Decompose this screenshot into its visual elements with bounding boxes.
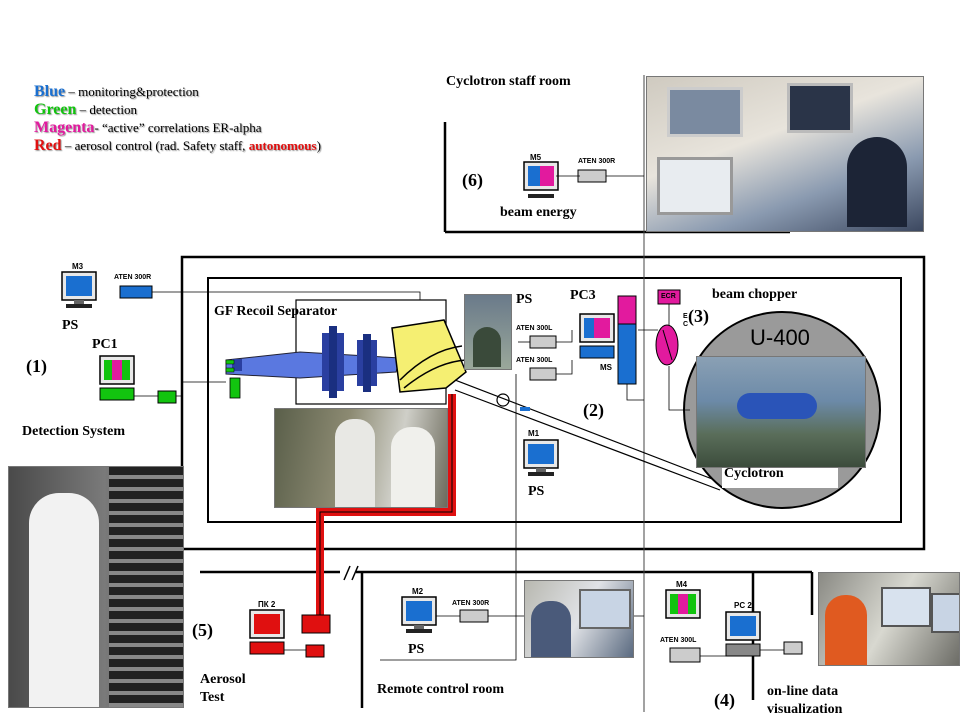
detection-system-label: Detection System — [22, 424, 126, 439]
zone-5-label: (5) — [192, 620, 213, 640]
legend-magenta-text: - “active” correlations ER-alpha — [94, 120, 262, 135]
ps-label-m2: PS — [408, 642, 425, 657]
cyclotron-label: Cyclotron — [724, 466, 784, 481]
cyclotron-hall-photo — [696, 356, 866, 468]
m4-label: M4 — [676, 580, 688, 589]
pc2-label: PC 2 — [734, 601, 752, 610]
legend-green-text: – detection — [76, 102, 138, 117]
zone-4-label: (4) — [714, 690, 735, 710]
hall-inner-frame — [207, 277, 902, 523]
u400-label: U-400 — [750, 325, 810, 350]
ecr-label: ECR — [661, 293, 676, 300]
legend-green-key: Green — [34, 101, 77, 118]
aten-300l-1: ATEN 300L — [516, 325, 553, 332]
operator-photo-pc3 — [464, 294, 512, 370]
remote-control-room-label: Remote control room — [377, 682, 504, 697]
aten-300r-m3: ATEN 300R — [114, 274, 152, 281]
beam-chopper-label: beam chopper — [712, 287, 798, 302]
test-label: Test — [200, 690, 225, 705]
data-visualization-photo — [818, 572, 960, 666]
zone-6-label: (6) — [462, 170, 483, 190]
detection-system-photo — [8, 466, 184, 708]
m2-label: M2 — [412, 587, 424, 596]
beam-energy-label: beam energy — [500, 205, 577, 220]
pc3-label: PC3 — [570, 288, 596, 303]
ms-label: MS — [600, 363, 612, 372]
yellow-dipole — [391, 319, 467, 393]
gf-recoil-separator-label: GF Recoil Separator — [214, 304, 338, 319]
aten-300r-m2: ATEN 300R — [452, 600, 490, 607]
legend-red-key: Red — [34, 137, 62, 154]
separator-lab-photo — [274, 408, 448, 508]
aten-300l-m4: ATEN 300L — [660, 637, 697, 644]
legend-red: Red – aerosol control (rad. Safety staff… — [34, 137, 321, 155]
legend-blue-key: Blue — [34, 83, 66, 100]
ps-label-pc3: PS — [516, 292, 533, 307]
ps-label-m3: PS — [62, 318, 79, 333]
cyclotron-staff-room-label: Cyclotron staff room — [446, 74, 571, 89]
legend-red-text: – aerosol control (rad. Safety staff, — [61, 138, 249, 153]
ps-label-m1: PS — [528, 484, 545, 499]
legend-magenta: Magenta- “active” correlations ER-alpha — [34, 119, 321, 137]
pc1-label: PC1 — [92, 337, 118, 352]
m1-label: M1 — [528, 429, 540, 438]
legend-blue-text: – monitoring&protection — [65, 84, 199, 99]
zone-3-label: (3) — [688, 306, 709, 326]
hall-outer-frame — [180, 255, 926, 551]
legend-blue: Blue – monitoring&protection — [34, 83, 321, 101]
aerosol-label: Aerosol — [200, 672, 246, 687]
legend-red-emphasis: autonomous — [248, 138, 317, 153]
visualization-label: visualization — [767, 702, 843, 717]
legend-magenta-key: Magenta — [34, 119, 95, 136]
m3-label: M3 — [72, 262, 84, 271]
ec-label: E C — [683, 313, 689, 328]
aten-300l-2: ATEN 300L — [516, 357, 553, 364]
staff-room-photo — [646, 76, 924, 232]
legend-red-close: ) — [316, 138, 321, 153]
legend-green: Green – detection — [34, 101, 321, 119]
pk2-label: ПК 2 — [258, 600, 276, 609]
m5-label: M5 — [530, 153, 542, 162]
beam-line — [225, 351, 401, 379]
online-data-label: on-line data — [767, 684, 839, 699]
zone-2-label: (2) — [583, 400, 604, 420]
color-legend: Blue – monitoring&protection Green – det… — [34, 83, 321, 155]
aten-300r-m5: ATEN 300R — [578, 158, 616, 165]
zone-1-label: (1) — [26, 356, 47, 376]
remote-room-photo — [524, 580, 634, 658]
